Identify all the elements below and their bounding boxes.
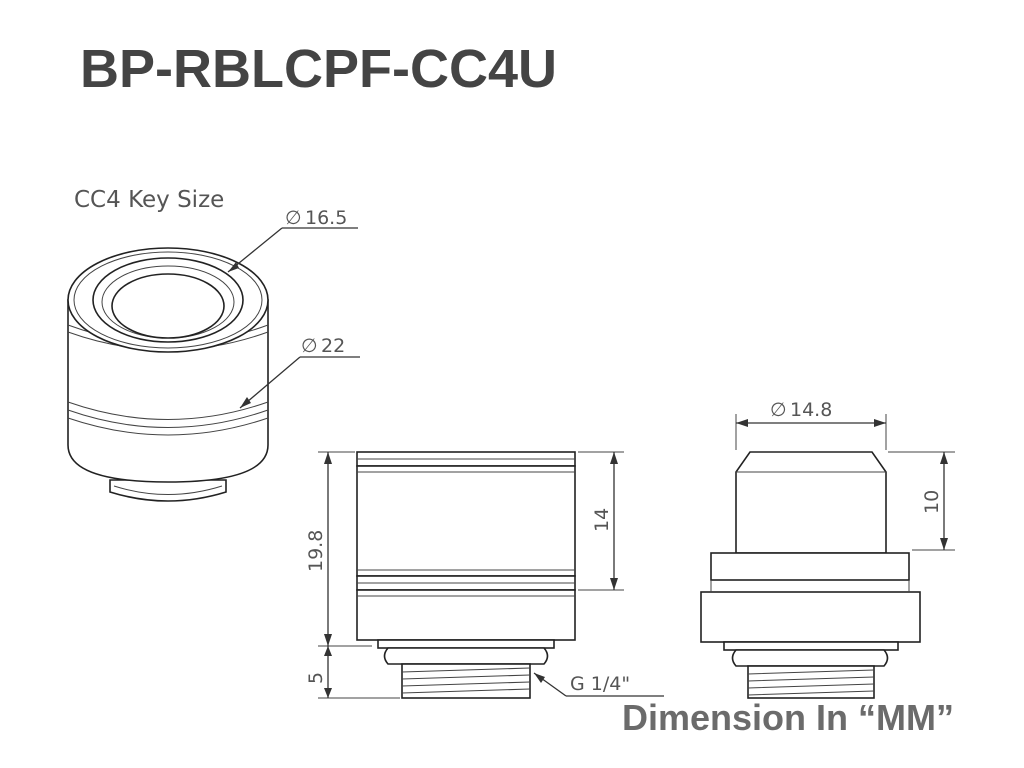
dim-5-arrow-bottom [324,688,332,698]
plug-diameter-symbol: ∅ [770,399,787,421]
front-view: 19.8 5 14 G 1/4" [305,451,664,699]
units-note: Dimension In “MM” [622,697,954,738]
dim-10-arrow-bottom [940,538,948,550]
iso-thread-line [113,485,223,495]
dim-ring-height: 14 [591,508,613,532]
front-base [356,589,576,641]
iso-leader-outer [239,356,301,409]
key-size-label: CC4 Key Size [74,187,224,213]
iso-groove-3 [67,417,269,436]
dim-14-arrow-top [610,452,618,464]
dim-thread-height: 5 [305,672,327,684]
dim-14-8-arrow-right [874,419,886,427]
front-neck [377,639,555,649]
iso-arrow-inner [228,262,239,272]
iso-groove-2 [67,409,269,428]
plug-diameter-value: 14.8 [790,399,832,421]
thread-leader-arrow [534,673,545,683]
dim-14-8-arrow-left [736,419,748,427]
dim-14-arrow-bottom [610,578,618,590]
thread-spec-label: G 1/4" [570,673,630,695]
dim-19-8-arrow-top [324,452,332,464]
outer-diameter-symbol: ∅ [301,335,318,357]
inner-diameter-symbol: ∅ [285,207,302,229]
page-title: BP-RBLCPF-CC4U [80,39,557,99]
iso-arrow-outer [240,397,251,408]
side-thread-lines [747,669,875,696]
side-plug [735,451,887,554]
side-thread [747,665,875,699]
front-oring [383,647,549,665]
iso-bore [111,273,225,339]
dim-total-height: 19.8 [305,530,327,572]
side-collar [700,591,921,643]
front-main-ring [356,465,576,577]
side-neck [723,641,899,651]
iso-thread-base [109,479,227,502]
dim-10-arrow-top [940,452,948,464]
dim-plug-height: 10 [921,490,943,514]
dim-5-arrow-top [324,646,332,656]
outer-diameter-value: 22 [321,335,345,357]
side-view: ∅ 14.8 10 [700,399,955,699]
iso-top-ring [73,251,263,349]
side-flange [710,552,910,581]
side-oring [731,649,889,667]
dim-19-8-arrow-bottom [324,634,332,646]
inner-diameter-value: 16.5 [305,207,347,229]
iso-view: CC4 Key Size ∅ 16.5 ∅ 22 [67,187,360,502]
front-thread-lines [401,667,531,694]
iso-groove-1 [67,401,269,420]
